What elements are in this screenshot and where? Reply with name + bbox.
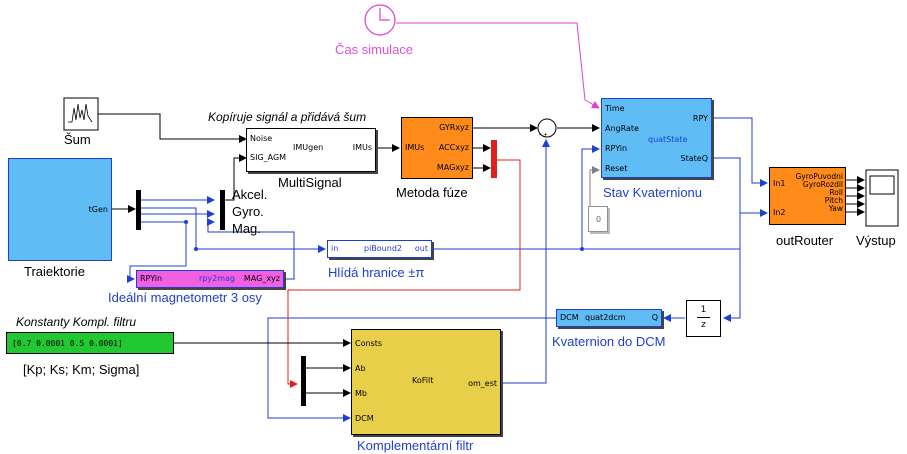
fusion-block[interactable]: IMUs GYRxyz ACCxyz MAGxyz [401,117,473,179]
port-mb: Mb [355,389,367,398]
rpy2mag-label: Ideální magnetometr 3 osy [108,290,262,305]
port-magxyz-out: MAG_xyz [243,274,280,283]
port-dcm-in: DCM [355,414,374,423]
line-mag-back [207,218,295,280]
unit-delay-block[interactable]: 1 z [686,300,721,337]
port-sigagm: SIG_AGM [250,153,287,162]
rpy2mag-center: rpy2mag [199,274,235,283]
quat2dcm-label: Kvaternion do DCM [552,334,666,349]
port-time: Time [605,104,625,113]
port-imus-out: IMUs [352,143,372,152]
imu-note: Kopíruje signál a přidává šum [208,110,367,124]
pibound-label: Hlídá hranice ±π [328,265,425,280]
rpy2mag-block[interactable]: RPYin rpy2mag MAG_xyz [136,270,284,288]
multisignal-center: IMUgen [293,143,324,152]
multisignal-label: MultiSignal [278,175,342,190]
line-rpy-router [712,117,768,187]
line-dcm [267,317,556,422]
fusion-mux[interactable] [491,140,497,178]
traj-mux[interactable] [136,190,141,230]
unit-delay-num: 1 [700,305,707,315]
line-sigagm [225,154,247,201]
router-block[interactable]: In1 In2 GyroPuvodni GyroRozdil Roll Pitc… [769,167,846,225]
router-out-pitch: Pitch [824,196,843,205]
mux-label-akcel: Akcel. [232,187,268,202]
quatstate-block[interactable]: Time AngRate RPYin Reset quatState RPY S… [601,98,712,178]
kofilt-center: KoFilt [412,376,434,385]
line-red [287,159,521,388]
port-stateq: StateQ [680,154,708,163]
port-rpyin: RPYin [605,144,628,153]
port-ab: Ab [355,364,366,373]
quatstate-label: Stav Kvaternionu [603,185,703,200]
quat2dcm-block[interactable]: DCM quat2dcm Q [556,309,662,327]
router-outputs: GyroPuvodni GyroRozdil Roll Pitch Yaw [795,173,843,213]
port-pibound-out: out [414,244,428,253]
pibound-center: piBound2 [364,244,402,253]
agm-mux[interactable] [220,190,225,230]
kofilt-block[interactable]: Consts Ab Mb DCM KoFilt om_est [351,329,501,435]
port-gyr: GYRxyz [439,123,469,132]
line-noise [98,113,247,143]
konst-sub: [Kp; Ks; Km; Sigma] [23,362,140,377]
unit-delay-den: z [701,320,706,330]
router-out-gyropuvodni: GyroPuvodni [795,172,843,181]
port-pibound-in: in [331,244,339,253]
scope-label: Výstup [856,233,896,248]
port-tgen: tGen [88,205,108,214]
line-to-rpy2mag [127,221,187,283]
quatstate-center: quatState [648,135,688,144]
quat2dcm-center: quat2dcm [585,313,626,322]
port-q-in: Q [651,313,658,322]
router-label: outRouter [776,233,834,248]
port-imus-in: IMUs [405,143,425,152]
konst-value: [0.7 0.0001 0.5 0.0001] [12,339,123,348]
port-rpy2mag-in: RPYin [140,274,163,283]
sum-signs: - + [539,132,548,139]
port-magxyz: MAGxyz [436,163,469,172]
mux-label-mag: Mag. [232,221,261,236]
scope-icon [869,175,895,195]
line-pibound-rpy [581,145,600,249]
traj-label: Traiektorie [24,264,85,279]
mux-label-gyro: Gyro. [232,204,264,219]
port-consts: Consts [355,339,383,348]
router-out-roll: Roll [829,188,843,197]
reset-constant[interactable]: 0 [588,206,608,232]
konst-block[interactable]: [0.7 0.0001 0.5 0.0001] [6,332,174,354]
kofilt-mux[interactable] [301,356,306,406]
line-stateq [712,157,741,322]
line-clock-time [396,22,600,109]
port-reset: Reset [605,164,628,173]
traj-block[interactable]: tGen [8,158,112,261]
port-rpy: RPY [692,114,708,123]
router-out-yaw: Yaw [828,204,843,213]
port-angrate: AngRate [605,124,639,133]
pibound-block[interactable]: in piBound2 out [327,240,432,258]
router-out-gyrorozdil: GyroRozdil [802,180,843,189]
mux-labels: Akcel. Gyro. Mag. [232,186,267,237]
kofilt-label: Komplementární filtr [357,438,474,453]
line-omest [501,139,550,384]
clock-label: Čas simulace [335,42,414,57]
port-router-in2: In2 [773,208,786,217]
konst-note: Konstanty Kompl. filtru [16,315,137,329]
noise-label: Šum [64,132,91,147]
fusion-label: Metoda fúze [396,185,468,200]
line-reset [589,166,600,218]
sum-block[interactable] [537,118,557,138]
reset-constant-value: 0 [596,215,602,224]
multisignal-block[interactable]: Noise SIG_AGM IMUgen IMUs [246,128,376,172]
port-omest: om_est [468,379,497,388]
port-dcm-out: DCM [560,313,579,322]
port-noise: Noise [250,134,273,143]
line-to-pibound [140,207,326,253]
port-router-in1: In1 [773,179,786,188]
port-acc: ACCxyz [438,143,469,152]
